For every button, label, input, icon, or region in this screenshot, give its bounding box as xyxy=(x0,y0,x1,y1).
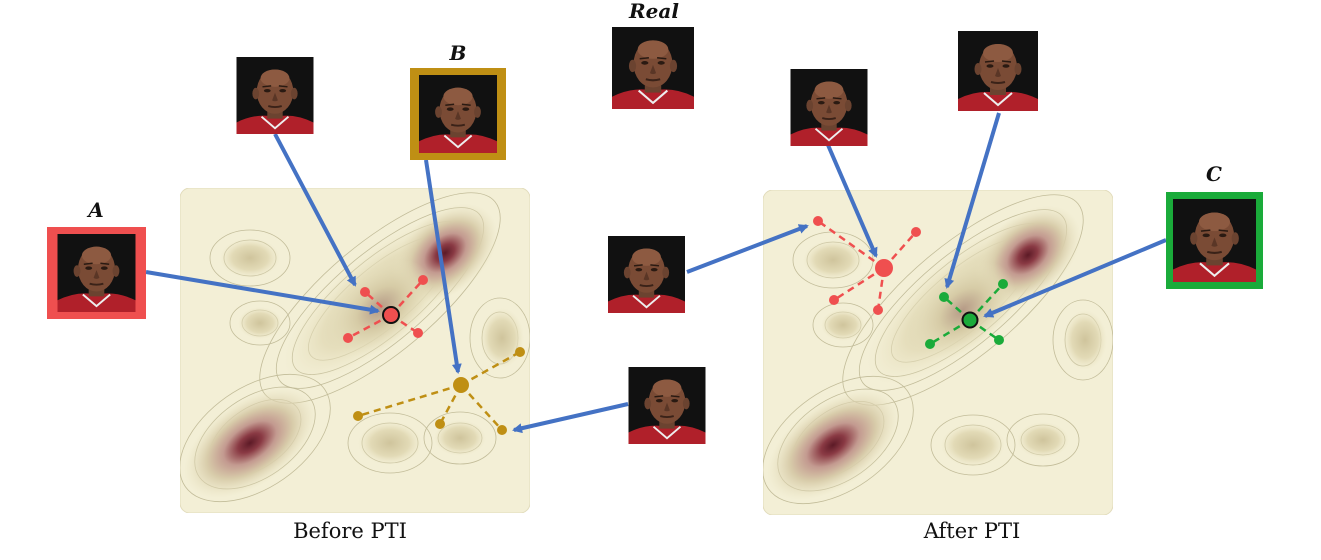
contour-field-before xyxy=(180,188,530,513)
pivot-point-before xyxy=(382,306,400,324)
face-image-3 xyxy=(628,367,706,444)
caption-before: Before PTI xyxy=(293,519,407,543)
face-image-5 xyxy=(958,29,1038,113)
face-image-real xyxy=(612,27,694,109)
label-b: B xyxy=(449,41,467,65)
face-image-c xyxy=(1173,199,1256,282)
pivot-point-after xyxy=(961,311,979,329)
label-c: C xyxy=(1206,162,1222,186)
face-image-4 xyxy=(789,69,869,146)
face-image-1 xyxy=(236,57,314,134)
arrows xyxy=(145,112,1167,434)
red-cluster-after xyxy=(817,219,917,311)
face-image-b xyxy=(417,75,499,153)
label-real: Real xyxy=(628,0,679,23)
label-a: A xyxy=(86,198,104,222)
face-image-2 xyxy=(607,236,686,313)
caption-after: After PTI xyxy=(923,519,1021,543)
gold-cluster xyxy=(357,350,521,431)
face-image-a xyxy=(56,234,137,312)
